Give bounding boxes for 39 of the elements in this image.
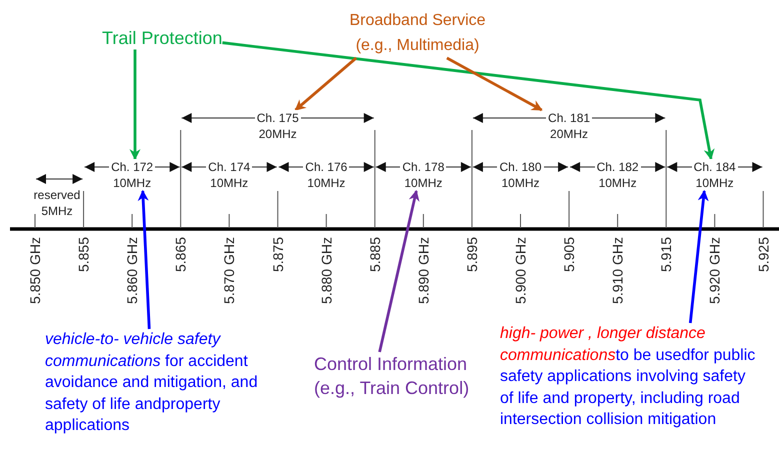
tick-label: 5.880 GHz [318, 237, 334, 304]
tick-label: 5.885 [366, 237, 383, 272]
bandwidth-label: 10MHz [598, 176, 637, 190]
annotation-text: high- power , longer distance communicationsto be usedfor public safety applications involving safety of life and property, including road intersection collision mitigation [500, 323, 762, 430]
tick-label: 5.920 GHz [706, 237, 723, 304]
bandwidth-label: 10MHz [501, 176, 540, 190]
bandwidth-label: 10MHz [404, 176, 442, 190]
tick-label: 5.870 GHz [221, 237, 238, 304]
tick-label: 5.850 GHz [27, 237, 44, 304]
tick-label: 5.915 [658, 237, 674, 272]
tick-label: 5.875 [270, 237, 286, 272]
tick-label: 5.900 GHz [512, 237, 529, 304]
annotation-text: vehicle-to- vehicle safety communications for accident avoidance and mitigation, and safety of life andproperty applications [45, 329, 293, 436]
tick-label: 5.905 [561, 237, 578, 272]
annotation-text: Trail Protection [102, 28, 222, 50]
bandwidth-label: 10MHz [696, 176, 734, 190]
bandwidth-label: 10MHz [113, 176, 152, 190]
annotation-text: Control Information (e.g., Train Control) [314, 352, 499, 400]
arrow [294, 56, 358, 112]
tick-label: 5.910 GHz [610, 237, 626, 304]
bandwidth-label: 20MHz [550, 127, 588, 141]
tick-label: 5.895 [464, 237, 480, 272]
arrow [138, 190, 151, 330]
bandwidth-label: 20MHz [258, 127, 297, 141]
tick-label: 5.925 [755, 237, 772, 272]
annotation-text: Broadband Service (e.g., Multimedia) [335, 8, 500, 58]
bandwidth-label: 10MHz [307, 176, 346, 190]
arrow [222, 41, 715, 160]
band-label: reserved [34, 188, 80, 202]
tick-label: 5.890 GHz [415, 237, 432, 304]
bandwidth-label: 10MHz [210, 176, 248, 190]
tick-label: 5.855 [76, 237, 92, 272]
arrow [130, 50, 140, 160]
tick-label: 5.860 GHz [124, 237, 140, 304]
arrow [446, 56, 543, 112]
bandwidth-label: 5MHz [41, 204, 73, 218]
arrow [688, 190, 709, 324]
arrow [378, 190, 420, 352]
tick-label: 5.865 [172, 237, 189, 272]
